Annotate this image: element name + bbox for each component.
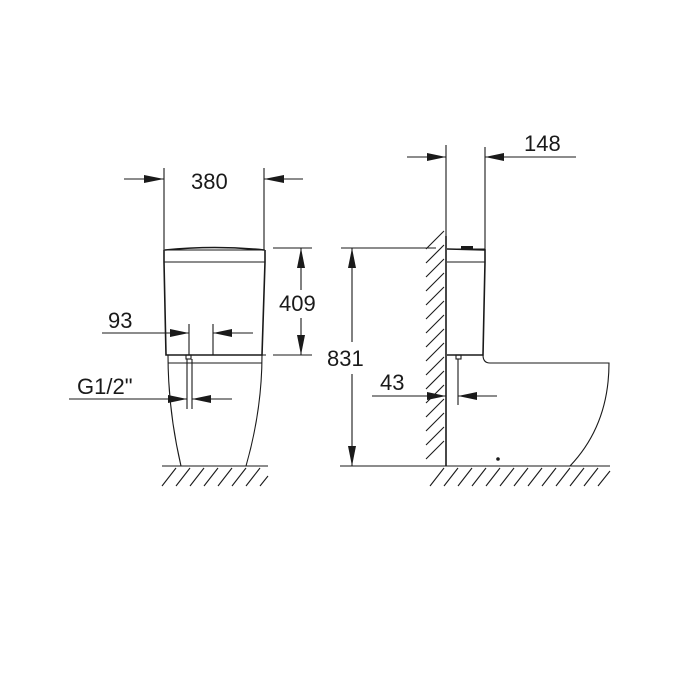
- front-view: 380 409 93 G1/2": [69, 168, 316, 487]
- dim-label-width: 380: [191, 169, 228, 194]
- dim-label-depth: 148: [524, 131, 561, 156]
- bowl-side: [482, 354, 610, 467]
- floor-hatch-side: [429, 467, 611, 487]
- dim-label-inlet-offset: 93: [108, 308, 132, 333]
- dim-label-height: 409: [279, 291, 316, 316]
- floor-hatch-front: [161, 467, 269, 487]
- flush-button: [461, 246, 473, 249]
- dim-label-inlet-connection: G1/2": [77, 374, 133, 399]
- dim-label-total-height: 831: [327, 346, 364, 371]
- bowl-front: [166, 354, 266, 467]
- dimension-148: 148: [407, 131, 576, 250]
- wall-hatch: [425, 230, 445, 460]
- dimension-93: 93: [102, 308, 253, 355]
- cistern-front: [163, 246, 266, 356]
- dimension-g12: G1/2": [69, 374, 232, 403]
- dimension-380: 380: [124, 168, 303, 250]
- dim-label-inlet-wall: 43: [380, 370, 404, 395]
- dimension-409: 409: [273, 247, 316, 356]
- cistern-side: [446, 246, 486, 405]
- dimension-43: 43: [372, 370, 497, 400]
- fixing-point: [496, 457, 500, 461]
- side-view: 148 831 43: [327, 131, 611, 487]
- dimension-831: 831: [327, 247, 436, 466]
